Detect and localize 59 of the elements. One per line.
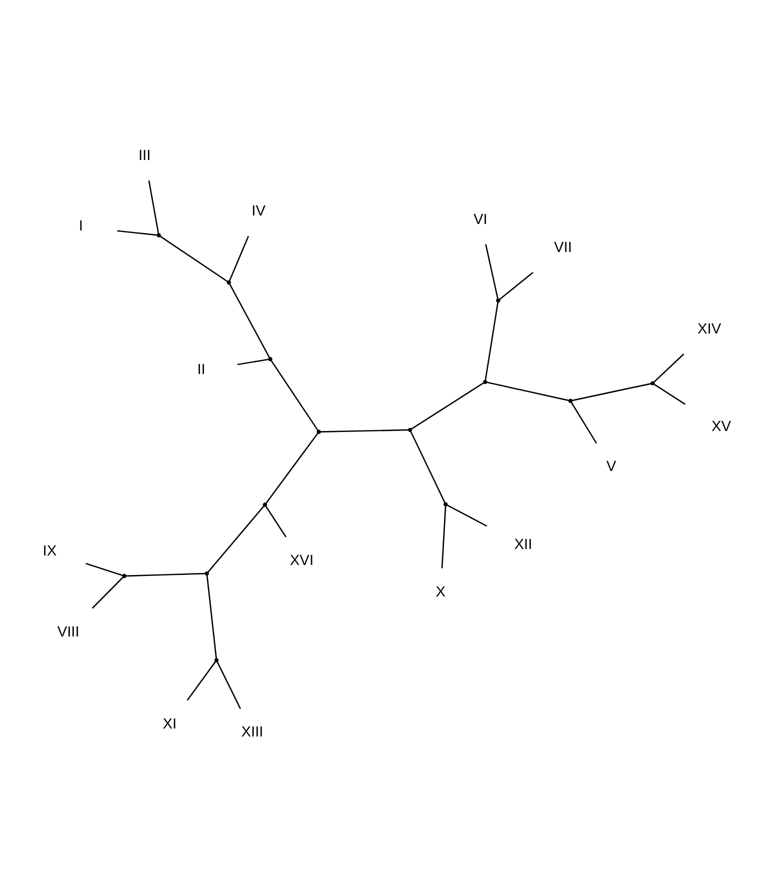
node-point (568, 398, 573, 403)
connector (446, 504, 488, 527)
node-point (156, 233, 161, 238)
node-point (316, 430, 321, 434)
node-text: XI (162, 716, 177, 732)
node-point (408, 428, 412, 432)
node-point (496, 298, 500, 303)
connector (498, 272, 534, 300)
node-text: VI (473, 212, 488, 228)
connector (410, 431, 446, 504)
connector (265, 506, 286, 538)
node-text: IV (252, 204, 266, 220)
connector (570, 402, 598, 444)
node-text: XV (712, 419, 732, 436)
node-point (650, 381, 655, 386)
node-point (444, 502, 448, 506)
node-text: X (436, 584, 446, 600)
connector (484, 302, 499, 380)
connector (270, 360, 319, 431)
connector (486, 382, 569, 402)
connector (86, 562, 123, 576)
connector (216, 662, 241, 709)
connector (229, 284, 270, 358)
node-point (268, 357, 272, 362)
node-point (122, 574, 126, 578)
node-text: IX (42, 544, 57, 560)
node-text: XIII (241, 724, 264, 740)
node-point (214, 658, 219, 662)
connector (485, 244, 498, 299)
node-point (226, 280, 231, 285)
connector (237, 358, 269, 366)
connector (572, 383, 652, 402)
node-text: VIII (57, 624, 80, 640)
node-text: VII (554, 240, 572, 256)
connector (441, 506, 446, 568)
node-text: I (78, 218, 83, 235)
node-text: II (197, 362, 206, 378)
connector (186, 661, 216, 701)
node-point (483, 380, 488, 384)
connector (148, 180, 160, 234)
connector (208, 506, 264, 572)
connector (320, 429, 408, 432)
connector (160, 236, 228, 282)
node-text: XVI (290, 553, 314, 570)
connector (266, 432, 318, 504)
node-point (204, 571, 209, 576)
connector (654, 353, 684, 382)
node-text: XIV (698, 322, 722, 338)
connector (228, 236, 250, 281)
connector (654, 384, 686, 405)
node-text: III (138, 148, 151, 164)
connector (126, 572, 205, 577)
node-text: V (606, 459, 616, 476)
node-text: XII (514, 536, 532, 553)
connector (92, 576, 124, 609)
node-point (262, 502, 268, 507)
connector (410, 382, 484, 430)
connector (117, 230, 157, 236)
connector (206, 574, 217, 658)
